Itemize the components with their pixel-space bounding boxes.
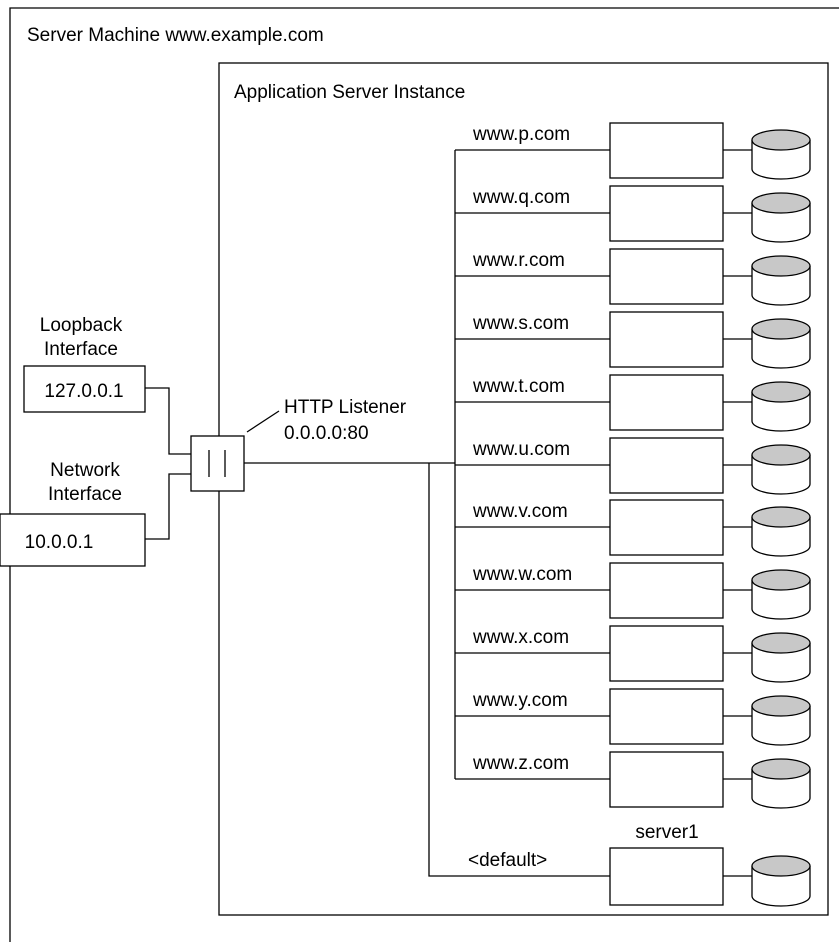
virtual-server-row: www.r.com	[455, 248, 811, 306]
database-icon	[751, 318, 811, 369]
default-route-label: <default>	[468, 850, 547, 871]
listener-label-line2: 0.0.0.0:80	[284, 423, 369, 444]
network-ip: 10.0.0.1	[25, 532, 94, 553]
default-db-top	[751, 855, 811, 877]
virtual-server-row: www.x.com	[455, 625, 811, 683]
virtual-server-row: www.p.com	[455, 122, 811, 180]
loopback-label-line1: Loopback	[40, 315, 123, 336]
virtual-host-label: www.w.com	[472, 564, 572, 585]
virtual-server-row: www.y.com	[455, 688, 811, 746]
database-icon	[751, 569, 811, 620]
server-machine-title: Server Machine www.example.com	[27, 25, 324, 46]
virtual-server-box	[609, 751, 724, 808]
app-server-instance-box	[218, 62, 829, 916]
network-interface-box	[0, 513, 146, 567]
app-server-instance-title: Application Server Instance	[234, 82, 465, 103]
virtual-host-label: www.s.com	[472, 313, 569, 334]
database-icon	[751, 758, 811, 809]
database-icon	[751, 506, 811, 557]
http-listener-port	[190, 435, 245, 492]
virtual-server-box	[609, 499, 724, 556]
virtual-server-row: www.s.com	[455, 311, 811, 369]
loopback-connector	[145, 387, 191, 455]
database-icon	[751, 632, 811, 683]
server-machine-frame	[9, 7, 839, 942]
database-icon	[751, 192, 811, 243]
default-route-line	[428, 463, 610, 877]
virtual-server-row: www.z.com	[455, 751, 811, 809]
virtual-server-box	[609, 437, 724, 494]
virtual-server-row: www.u.com	[455, 437, 811, 495]
virtual-host-label: www.z.com	[472, 753, 569, 774]
virtual-server-box	[609, 122, 724, 179]
loopback-interface-box	[23, 365, 146, 413]
default-server-database-icon	[751, 855, 811, 907]
virtual-server-box	[609, 625, 724, 682]
virtual-host-label: www.u.com	[472, 439, 570, 460]
default-server-name: server1	[635, 822, 698, 843]
database-icon	[751, 381, 811, 432]
virtual-host-label: www.r.com	[472, 250, 565, 271]
virtual-server-box	[609, 688, 724, 745]
network-connector	[145, 473, 191, 540]
virtual-server-box	[609, 311, 724, 368]
loopback-ip: 127.0.0.1	[44, 381, 123, 402]
virtual-host-label: www.y.com	[472, 690, 568, 711]
database-icon	[751, 695, 811, 746]
network-label-line2: Interface	[48, 484, 122, 505]
virtual-host-label: www.x.com	[472, 627, 569, 648]
virtual-host-label: www.p.com	[472, 124, 570, 145]
loopback-label-line2: Interface	[44, 339, 118, 360]
virtual-server-rows: www.p.com www.q.com www.r.com www.s.com www.…	[454, 122, 811, 809]
virtual-server-box	[609, 185, 724, 242]
listener-callout-line	[246, 410, 280, 433]
virtual-server-row: www.v.com	[455, 499, 811, 557]
database-icon	[751, 444, 811, 495]
virtual-server-box	[609, 374, 724, 431]
network-label-line1: Network	[50, 460, 120, 481]
virtual-server-row: www.w.com	[455, 562, 811, 620]
virtual-server-row: www.q.com	[455, 185, 811, 243]
default-server-box	[609, 847, 724, 906]
virtual-server-row: www.t.com	[455, 374, 811, 432]
database-icon	[751, 129, 811, 180]
virtual-host-label: www.t.com	[472, 376, 565, 397]
listener-label-line1: HTTP Listener	[284, 397, 407, 418]
virtual-server-box	[609, 248, 724, 305]
database-icon	[751, 255, 811, 306]
virtual-host-label: www.v.com	[472, 501, 568, 522]
virtual-host-label: www.q.com	[472, 187, 570, 208]
virtual-server-box	[609, 562, 724, 619]
